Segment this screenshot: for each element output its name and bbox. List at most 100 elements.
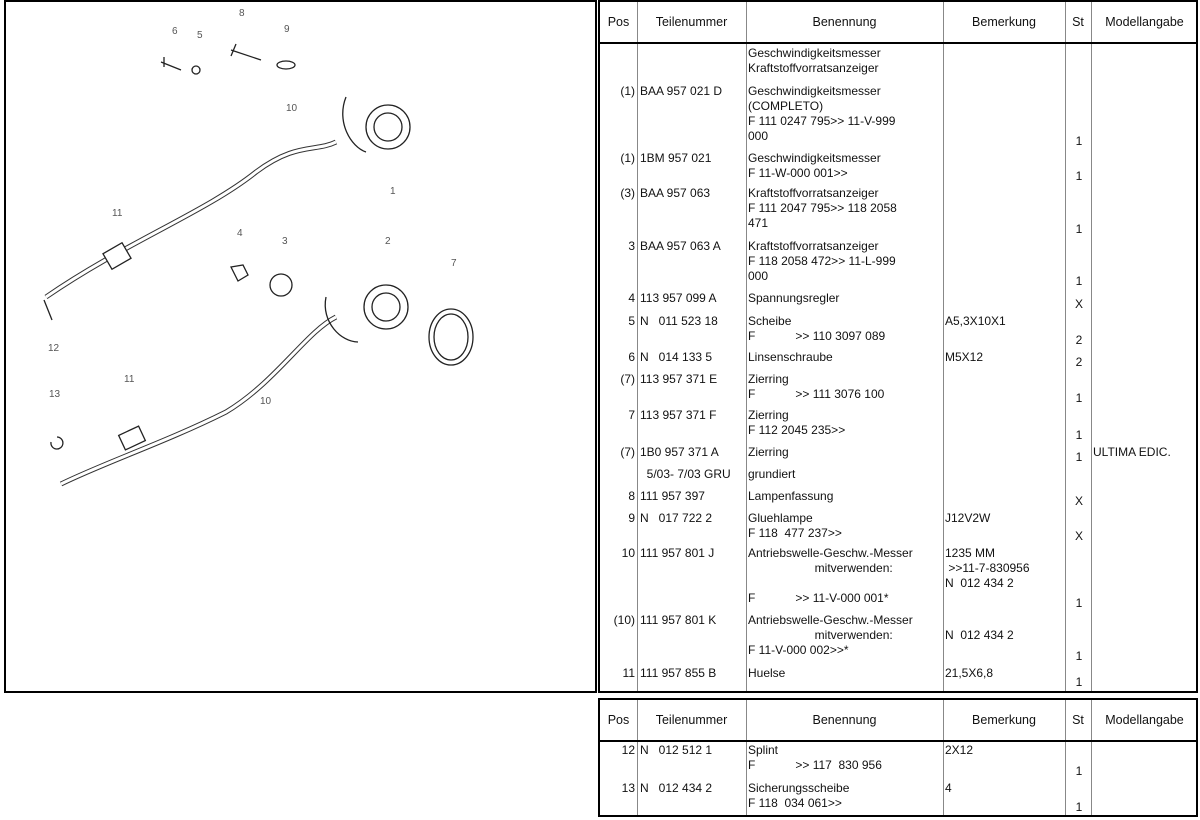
cell-part: 113 957 371 F — [640, 408, 717, 422]
callout-10b: 10 — [260, 396, 272, 407]
callout-2: 2 — [385, 236, 391, 247]
header-rem: Bemerkung — [972, 15, 1036, 29]
column-divider — [943, 700, 944, 815]
callout-8: 8 — [239, 8, 245, 19]
column-divider — [746, 2, 747, 691]
cell-part: 111 957 855 B — [640, 666, 717, 680]
cell-pos: 10 — [621, 546, 635, 560]
cell-part: N 014 133 5 — [640, 350, 713, 364]
cell-part: 1BM 957 021 — [640, 151, 712, 165]
cell-desc: grundiert — [748, 467, 796, 481]
cell-desc: Kraftstoffvorratsanzeiger F 118 2058 472… — [748, 239, 896, 283]
cell-desc: Spannungsregler — [748, 291, 840, 305]
cell-rem: M5X12 — [945, 350, 984, 364]
cell-desc: Splint F >> 117 830 956 — [748, 743, 882, 772]
cell-st: 1 — [1075, 222, 1083, 236]
table-row: (7) 113 957 371 E Zierring F >> 111 3076 1… — [600, 372, 1196, 406]
table-row: 13 N 012 434 2 Sicherungsscheibe F 118 034… — [600, 781, 1196, 815]
header-model: Modellangabe — [1105, 15, 1184, 29]
header-rem: Bemerkung — [972, 713, 1036, 727]
cell-part: N 012 434 2 — [640, 781, 713, 795]
cell-pos: (10) — [613, 613, 635, 627]
column-divider — [943, 2, 944, 691]
cell-desc: F >> 11-V-000 001* — [748, 591, 889, 605]
header-desc: Benennung — [812, 713, 877, 727]
cell-st: 1 — [1075, 450, 1083, 464]
header-desc: Benennung — [812, 15, 877, 29]
callout-13: 13 — [49, 389, 61, 400]
cell-pos: (1) — [620, 84, 635, 98]
callout-11b: 11 — [124, 374, 135, 385]
cell-desc: Sicherungsscheibe F 118 034 061>> — [748, 781, 850, 810]
cell-st: 1 — [1075, 764, 1083, 778]
cell-desc: Kraftstoffvorratsanzeiger F 111 2047 795… — [748, 186, 897, 230]
cell-st: 2 — [1075, 333, 1083, 347]
cell-rem: 4 — [945, 781, 952, 795]
table-row: (1) 1BM 957 021 Geschwindigkeitsmesser F 1… — [600, 151, 1196, 184]
cell-desc: Huelse — [748, 666, 786, 680]
cell-pos: (7) — [620, 445, 635, 459]
cell-desc: Geschwindigkeitsmesser Kraftstoffvorrats… — [748, 46, 881, 75]
cell-rem: N 012 434 2 — [945, 628, 1014, 642]
cell-st: 1 — [1075, 428, 1083, 442]
cell-st: 1 — [1075, 169, 1083, 183]
table-row: Geschwindigkeitsmesser Kraftstoffvorrats… — [600, 46, 1196, 82]
cell-rem: 2X12 — [945, 743, 974, 757]
cell-st: 2 — [1075, 355, 1083, 369]
column-divider — [1065, 2, 1066, 691]
table-row: F >> 11-V-000 001* 1 — [600, 591, 1196, 611]
cell-pos: (1) — [620, 151, 635, 165]
cell-part: 111 957 397 — [640, 489, 705, 503]
cell-pos: (7) — [620, 372, 635, 386]
cell-st: 1 — [1075, 649, 1083, 663]
cell-pos: 7 — [628, 408, 635, 422]
callout-11: 11 — [112, 208, 123, 219]
callout-9: 9 — [284, 24, 290, 35]
column-divider — [1065, 700, 1066, 815]
cell-desc: Linsenschraube — [748, 350, 833, 364]
callout-5: 5 — [197, 30, 203, 41]
cell-part: 113 957 371 E — [640, 372, 718, 386]
header-pos: Pos — [607, 15, 630, 29]
cell-st: 1 — [1075, 134, 1083, 148]
cell-part: 1B0 957 371 A — [640, 445, 719, 459]
cell-pos: 6 — [628, 350, 635, 364]
cell-st: 1 — [1075, 800, 1083, 814]
callout-10: 10 — [286, 103, 298, 114]
cell-part: N 011 523 18 — [640, 314, 718, 328]
callout-1: 1 — [390, 186, 396, 197]
header-model: Modellangabe — [1105, 713, 1184, 727]
cell-part: BAA 957 063 — [640, 186, 711, 200]
cell-part: 111 957 801 J — [640, 546, 715, 560]
cell-desc: Zierring F 112 2045 235>> — [748, 408, 846, 437]
cell-pos: 13 — [621, 781, 635, 795]
cell-rem: 1235 MM >>11-7-830956 N 012 434 2 — [945, 546, 1030, 590]
cell-desc: Gluehlampe F 118 477 237>> — [748, 511, 842, 540]
cell-st: 1 — [1075, 596, 1083, 610]
cell-rem: A5,3X10X1 — [945, 314, 1006, 328]
cell-desc: Geschwindigkeitsmesser F 11-W-000 001>> — [748, 151, 881, 180]
callout-7: 7 — [451, 258, 457, 269]
header-st: St — [1072, 713, 1084, 727]
column-divider — [637, 2, 638, 691]
cell-pos: 4 — [628, 291, 635, 305]
cell-pos: 12 — [621, 743, 635, 757]
cell-pos: 3 — [628, 239, 635, 253]
cell-desc: Zierring F >> 111 3076 100 — [748, 372, 885, 401]
table-row: 6 N 014 133 5 Linsenschraube M5X12 2 — [600, 350, 1196, 370]
cell-desc: Lampenfassung — [748, 489, 834, 503]
callout-6: 6 — [172, 26, 178, 37]
header-pos: Pos — [607, 713, 630, 727]
cell-part: BAA 957 021 D — [640, 84, 723, 98]
column-divider — [746, 700, 747, 815]
cell-st: 1 — [1075, 391, 1083, 405]
cell-pos: 9 — [628, 511, 635, 525]
